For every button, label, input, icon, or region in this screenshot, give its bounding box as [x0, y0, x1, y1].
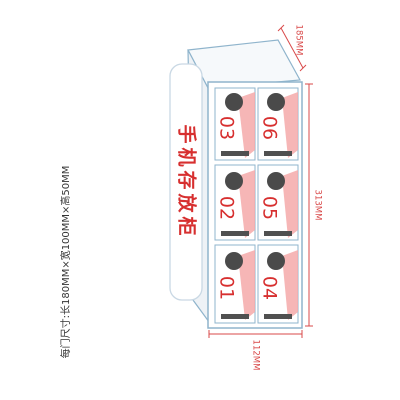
width-dimension-label: 112MM [251, 340, 261, 371]
compartment-01 [214, 244, 256, 324]
compartment-number: 02 [216, 196, 238, 220]
height-dimension-line [305, 83, 313, 327]
label-panel [169, 63, 203, 301]
compartment-05 [257, 164, 299, 241]
compartment-number: 01 [216, 276, 238, 300]
lock-icon [267, 252, 285, 270]
compartment-number: 03 [216, 116, 238, 140]
compartment-number: 04 [259, 276, 281, 300]
slot-indicator [221, 151, 249, 156]
compartment-03 [214, 87, 256, 161]
compartment-04 [257, 244, 299, 324]
compartment-number: 06 [259, 116, 281, 140]
lock-icon [225, 252, 243, 270]
lock-icon [267, 172, 285, 190]
lock-icon [225, 93, 243, 111]
width-dimension-line [208, 330, 303, 338]
depth-dimension-line [277, 24, 307, 72]
slot-indicator [221, 231, 249, 236]
compartment-06 [257, 87, 299, 161]
slot-indicator [221, 314, 249, 319]
slot-indicator [264, 231, 292, 236]
lock-icon [267, 93, 285, 111]
product-title: 手机存放柜 [176, 124, 199, 239]
compartment-02 [214, 164, 256, 241]
compartment-number: 05 [259, 196, 281, 220]
depth-dimension-label: 185MM [294, 25, 304, 56]
slot-indicator [264, 314, 292, 319]
lock-icon [225, 172, 243, 190]
height-dimension-label: 313MM [313, 190, 323, 221]
slot-indicator [264, 151, 292, 156]
door-size-note: 每门尺寸:长180MM×宽100MM×高50MM [59, 166, 72, 359]
